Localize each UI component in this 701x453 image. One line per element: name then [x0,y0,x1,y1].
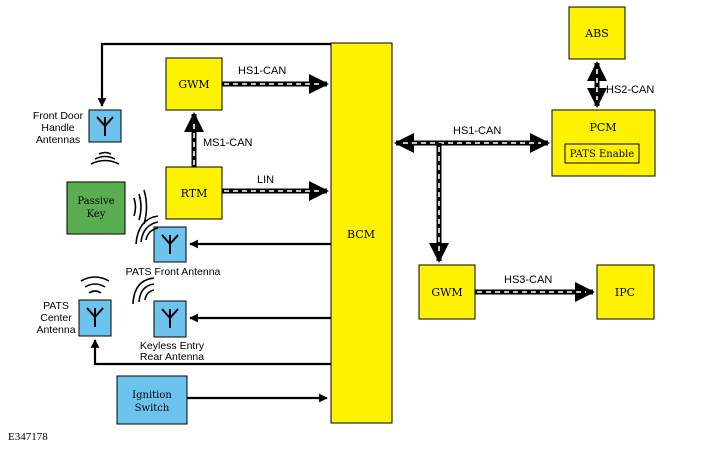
pcm-module: PCM PATS Enable [551,109,656,177]
passive-key-label-2: Key [87,209,106,220]
ignition-label-1: Ignition [132,390,172,401]
ipc-module: IPC [596,264,655,320]
rtm-label: RTM [181,187,208,200]
hs1-can-pcm-label: HS1-CAN [453,125,501,137]
ignition-switch: Ignition Switch [116,375,188,425]
rtm-module: RTM [165,166,223,220]
front-door-antenna [88,109,122,143]
ipc-label: IPC [615,286,635,299]
bcm-module: BCM [330,42,393,424]
pcm-label: PCM [589,121,616,134]
pats-front-label: PATS Front Antenna [126,266,221,278]
pats-center-label-2: Center [40,312,72,324]
lin-label: LIN [257,174,274,186]
pats-center-label-3: Antenna [36,324,75,336]
bus-lines [184,61,607,302]
hs3-can-label: HS3-CAN [504,274,552,286]
ignition-label-2: Switch [135,403,170,414]
hs1-can-top-label: HS1-CAN [238,65,286,77]
passive-key-label-1: Passive [77,196,114,207]
pats-enable-label: PATS Enable [570,149,634,160]
front-door-label-2: Handle [41,122,74,134]
gwm-top-module: GWM [165,57,223,111]
abs-module: ABS [568,6,626,60]
pats-front-antenna [153,226,187,263]
front-door-label-3: Antennas [36,134,80,146]
keyless-label-2: Rear Antenna [140,351,204,363]
gwm-top-label: GWM [178,78,209,91]
passive-key: Passive Key [66,181,126,235]
pats-center-label-1: PATS [43,300,69,312]
front-door-label-1: Front Door [33,110,84,122]
gwm-bottom-module: GWM [418,264,476,320]
bcm-label: BCM [347,228,375,241]
signal-waves-icon [80,151,159,305]
figure-id: E347178 [8,431,48,443]
keyless-entry-rear-antenna [153,300,187,338]
keyless-label-1: Keyless Entry [140,340,205,352]
abs-label: ABS [584,27,609,40]
hs2-can-label: HS2-CAN [606,84,654,96]
gwm-bottom-label: GWM [431,286,462,299]
ms1-can-label: MS1-CAN [203,137,253,149]
arrow-icon [90,42,331,403]
pats-enable-box [564,143,640,164]
pats-center-antenna [78,299,112,337]
